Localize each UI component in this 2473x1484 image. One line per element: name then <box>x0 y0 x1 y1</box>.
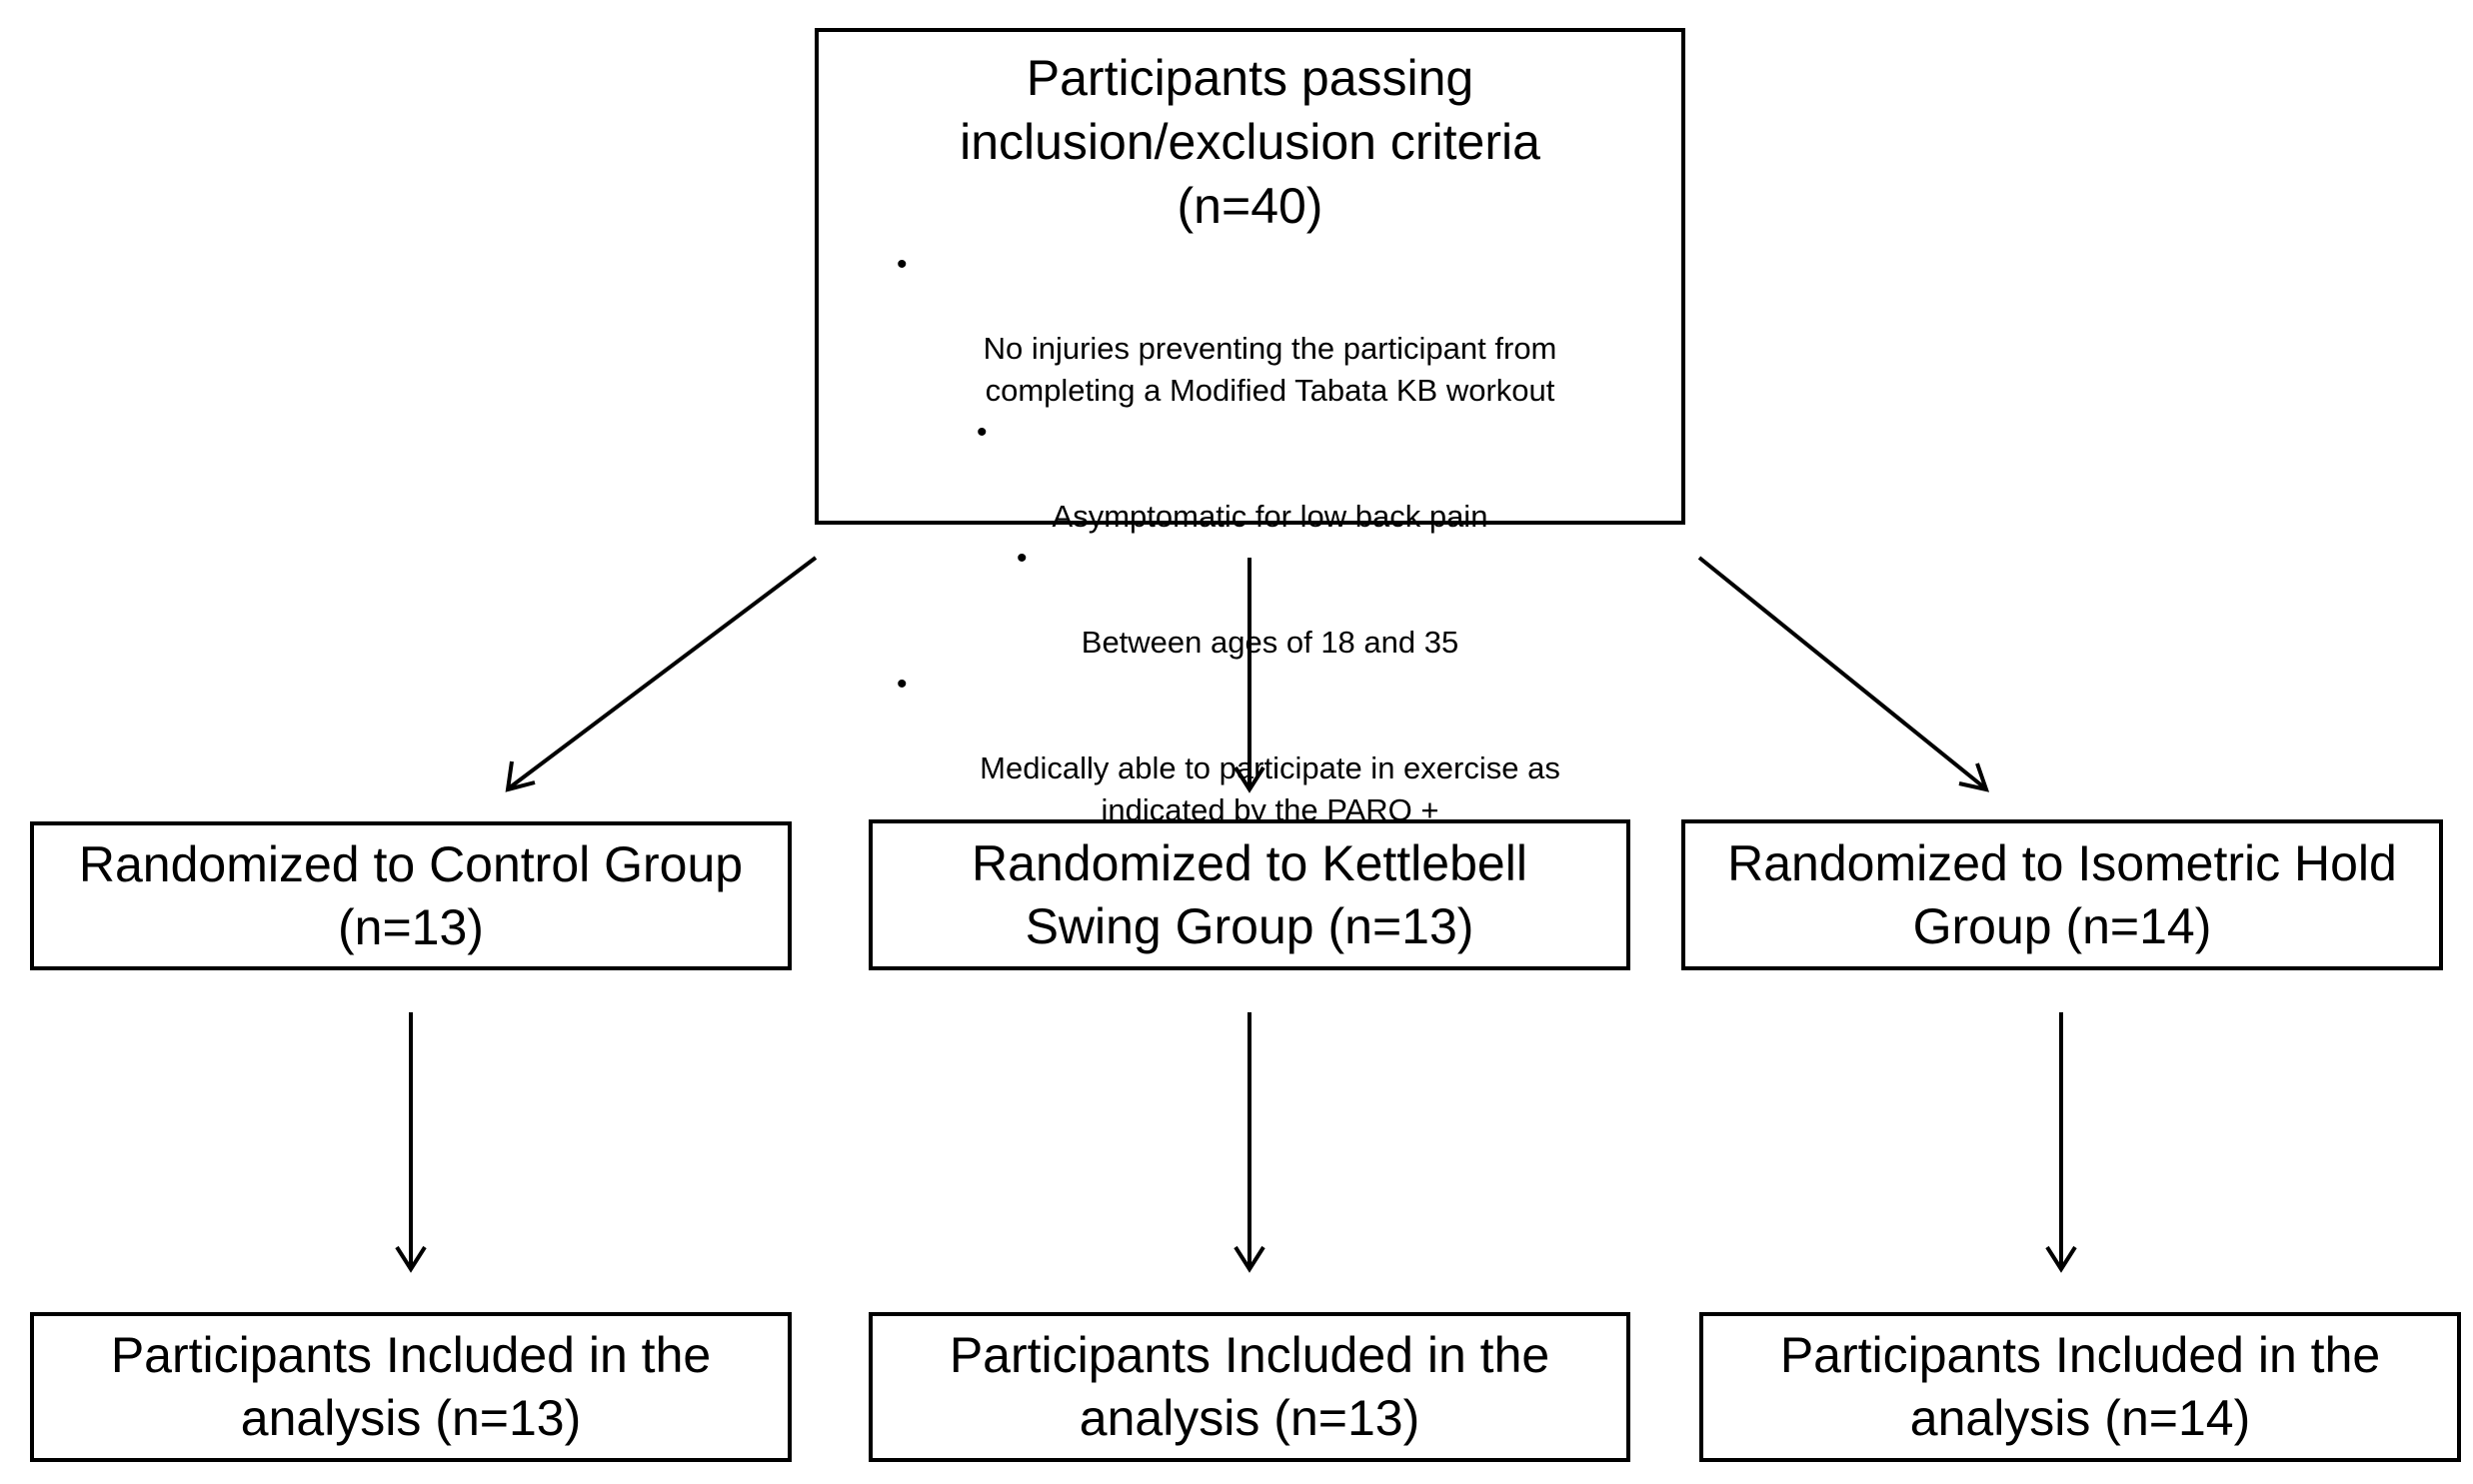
isometric-group-label: Randomized to Isometric Hold Group (n=14… <box>1727 834 2397 954</box>
criteria-item: • Between ages of 18 and 35 <box>819 538 1681 664</box>
criteria-text: Between ages of 18 and 35 <box>1081 625 1459 660</box>
control-group-label: Randomized to Control Group (n=13) <box>78 835 744 955</box>
criteria-text: No injuries preventing the participant f… <box>983 331 1557 408</box>
arrow-to-isometric-group <box>1697 556 1986 789</box>
eligibility-title: Participants passing inclusion/exclusion… <box>960 50 1540 234</box>
control-analysis-box: Participants Included in the analysis (n… <box>30 1312 792 1462</box>
control-analysis-label: Participants Included in the analysis (n… <box>110 1327 712 1446</box>
arrowhead-isometric-analysis <box>2045 1245 2077 1273</box>
criteria-item: • No injuries preventing the participant… <box>819 244 1681 412</box>
kettlebell-analysis-box: Participants Included in the analysis (n… <box>869 1312 1630 1462</box>
criteria-item: • Medically able to participate in exerc… <box>819 664 1681 831</box>
kettlebell-group-box: Randomized to Kettlebell Swing Group (n=… <box>869 819 1630 970</box>
arrow-to-control-group <box>508 556 818 789</box>
eligibility-box: Participants passing inclusion/exclusion… <box>815 28 1685 827</box>
kettlebell-group-label: Randomized to Kettlebell Swing Group (n=… <box>972 834 1527 954</box>
control-group-box: Randomized to Control Group (n=13) <box>30 821 792 970</box>
arrowhead-kettlebell <box>1234 765 1265 793</box>
isometric-analysis-box: Participants Included in the analysis (n… <box>1699 1312 2461 1462</box>
arrowhead-control-analysis <box>395 1245 427 1273</box>
arrowhead-kettlebell-analysis <box>1234 1245 1265 1273</box>
isometric-group-box: Randomized to Isometric Hold Group (n=14… <box>1681 819 2443 970</box>
arrowhead-control <box>505 760 536 792</box>
kettlebell-analysis-label: Participants Included in the analysis (n… <box>949 1327 1550 1446</box>
criteria-list: • No injuries preventing the participant… <box>819 244 1681 831</box>
criteria-text: Asymptomatic for low back pain <box>1052 499 1488 534</box>
criteria-item: • Asymptomatic for low back pain <box>819 412 1681 538</box>
arrowhead-isometric <box>1958 762 1990 792</box>
isometric-analysis-label: Participants Included in the analysis (n… <box>1779 1327 2381 1446</box>
